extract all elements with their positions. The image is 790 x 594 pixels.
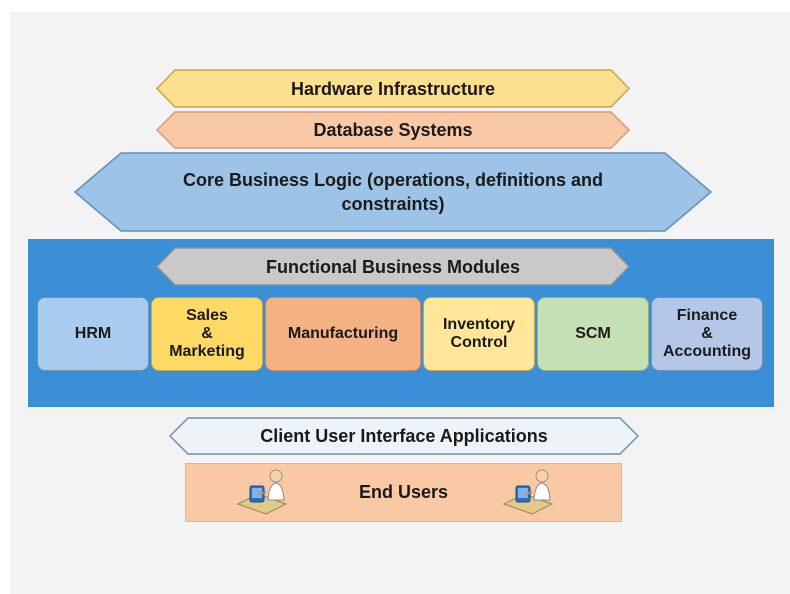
- core-layer-label-line1: Core Business Logic (operations, definit…: [182, 170, 604, 190]
- module-finance-accounting: Finance & Accounting: [651, 297, 763, 371]
- module-sales-label-line3: Marketing: [169, 343, 245, 360]
- module-manufacturing: Manufacturing: [265, 297, 421, 371]
- functional-layer-label: Functional Business Modules: [265, 256, 521, 277]
- module-sales-label-line2: &: [201, 325, 213, 342]
- database-layer-label: Database Systems: [313, 120, 473, 140]
- module-finance-label-line2: &: [701, 325, 713, 342]
- hardware-layer-shape: [155, 69, 631, 108]
- functional-layer-shape: [155, 247, 631, 286]
- module-inventory-label-line2: Control: [450, 334, 508, 351]
- module-finance-label-line3: Accounting: [663, 343, 751, 360]
- client-layer-label: Client User Interface Applications: [260, 426, 548, 446]
- module-manufacturing-label: Manufacturing: [287, 325, 399, 342]
- module-inventory-control: Inventory Control: [423, 297, 535, 371]
- user-at-computer-icon: [502, 466, 558, 516]
- module-sales-label-line1: Sales: [186, 307, 228, 324]
- functional-business-modules-layer: Functional Business Modules: [155, 247, 631, 286]
- module-inventory-label-line1: Inventory: [442, 316, 515, 333]
- user-at-computer-icon: [236, 466, 292, 516]
- module-sales-marketing: Sales & Marketing: [151, 297, 263, 371]
- core-business-logic-layer: Core Business Logic (operations, definit…: [73, 152, 713, 232]
- core-layer-label: Core Business Logic (operations, definit…: [75, 153, 711, 231]
- module-scm: SCM: [537, 297, 649, 371]
- hardware-infrastructure-layer: Hardware Infrastructure: [155, 69, 631, 108]
- module-hrm: HRM: [37, 297, 149, 371]
- client-layer-shape: [168, 417, 640, 455]
- module-finance-label-line1: Finance: [676, 307, 738, 324]
- module-hrm-label: HRM: [74, 325, 112, 342]
- hardware-layer-label: Hardware Infrastructure: [290, 78, 496, 99]
- database-layer-shape: [155, 111, 631, 149]
- core-layer-label-line2: constraints): [341, 194, 445, 214]
- end-users-label: End Users: [358, 482, 449, 502]
- module-scm-label: SCM: [575, 325, 611, 342]
- client-ui-applications-layer: Client User Interface Applications: [168, 417, 640, 455]
- database-systems-layer: Database Systems: [155, 111, 631, 149]
- core-layer-shape: [73, 152, 713, 232]
